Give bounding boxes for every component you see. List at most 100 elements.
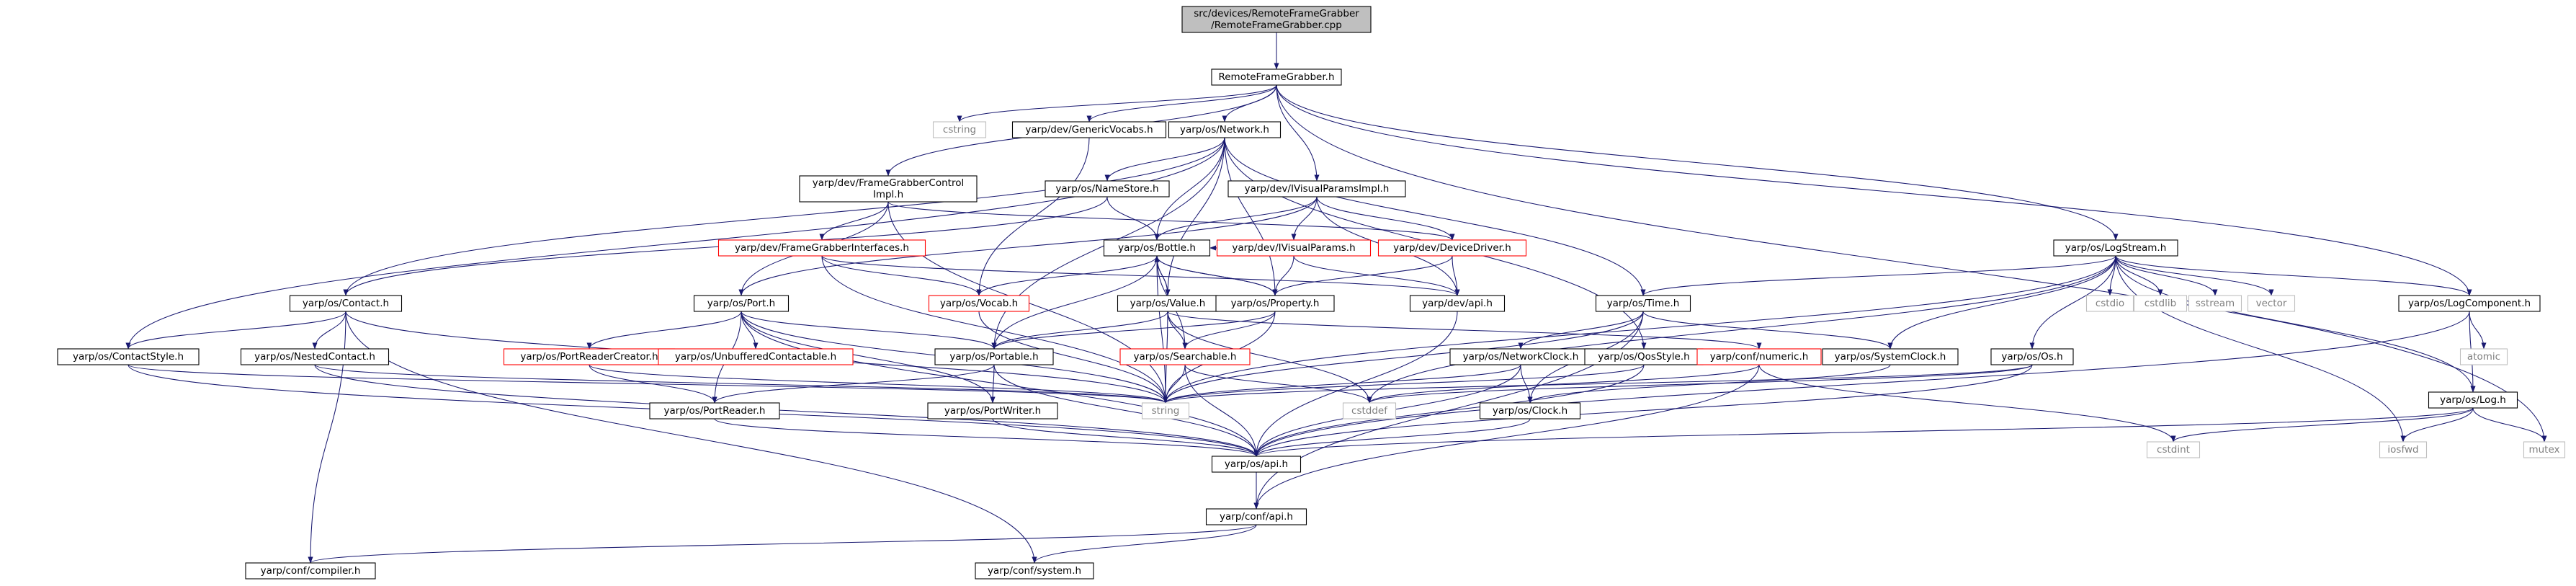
- node-yarp-os-portreader-h[interactable]: yarp/os/PortReader.h: [649, 402, 780, 419]
- node-label: yarp/os/Portable.h: [949, 351, 1038, 363]
- node-yarp-os-os-h[interactable]: yarp/os/Os.h: [1990, 348, 2074, 365]
- node-label: cstdlib: [2145, 298, 2176, 309]
- node-label: yarp/os/Network.h: [1180, 124, 1269, 136]
- edge-devdriver-to-property: [1272, 255, 1453, 296]
- node-yarp-os-systemclock-h[interactable]: yarp/os/SystemClock.h: [1822, 348, 1959, 365]
- node-box: [1216, 239, 1372, 257]
- node-yarp-dev-devicedriver-h[interactable]: yarp/dev/DeviceDriver.h: [1377, 239, 1527, 257]
- node-yarp-dev-framegrabberinterfaces-h[interactable]: yarp/dev/FrameGrabberInterfaces.h: [717, 239, 926, 257]
- edge-prc-to-portreader: [589, 364, 717, 404]
- edge-logstream-to-iosfwd: [2115, 255, 2406, 443]
- node-label: yarp/os/QosStyle.h: [1598, 351, 1689, 363]
- node-yarp-os-unbufferedcontactable-h[interactable]: yarp/os/UnbufferedContactable.h: [658, 348, 854, 365]
- node-label: yarp/dev/api.h: [1422, 298, 1493, 309]
- node-yarp-dev-genericvocabs-h[interactable]: yarp/dev/GenericVocabs.h: [1011, 121, 1167, 138]
- edge-rfg-to-ivpi: [1276, 84, 1320, 182]
- node-yarp-conf-compiler-h[interactable]: yarp/conf/compiler.h: [245, 562, 376, 580]
- node-yarp-os-contact-h[interactable]: yarp/os/Contact.h: [289, 295, 403, 312]
- node-yarp-os-searchable-h[interactable]: yarp/os/Searchable.h: [1119, 348, 1251, 365]
- edge-rfg-to-gvocabs: [1086, 84, 1277, 123]
- edge-layer: [125, 32, 2547, 564]
- edge-ivp-to-property: [1272, 255, 1294, 296]
- node-label: yarp/conf/numeric.h: [1710, 351, 1809, 363]
- edge-searchable-to-cstddef: [1184, 364, 1372, 404]
- node-yarp-os-logcomponent-h[interactable]: yarp/os/LogComponent.h: [2398, 295, 2541, 312]
- node-label: iosfwd: [2387, 444, 2418, 456]
- node-yarp-os-port-h[interactable]: yarp/os/Port.h: [693, 295, 790, 312]
- node-label: cstdint: [2157, 444, 2190, 456]
- node-box: [1990, 348, 2074, 365]
- edge-ivpi-to-devdriver: [1316, 196, 1455, 241]
- node-box: [1211, 68, 1342, 86]
- edge-contact-to-nested: [312, 311, 346, 350]
- node-yarp-os-property-h[interactable]: yarp/os/Property.h: [1215, 295, 1335, 312]
- node-yarp-dev-ivisualparamsimpl-h[interactable]: yarp/dev/IVisualParamsImpl.h: [1227, 180, 1406, 197]
- node-label: yarp/dev/FrameGrabberControl: [813, 177, 964, 189]
- node-label: yarp/conf/system.h: [988, 565, 1081, 577]
- node-box: [1103, 239, 1211, 257]
- node-box: [1168, 121, 1282, 138]
- node-yarp-os-portwriter-h[interactable]: yarp/os/PortWriter.h: [927, 402, 1058, 419]
- node-yarp-conf-numeric-h[interactable]: yarp/conf/numeric.h: [1696, 348, 1822, 365]
- node-yarp-os-api-h[interactable]: yarp/os/api.h: [1211, 456, 1302, 473]
- node-yarp-os-logstream-h[interactable]: yarp/os/LogStream.h: [2053, 239, 2178, 257]
- node-label: yarp/dev/IVisualParamsImpl.h: [1245, 183, 1390, 195]
- node-label: yarp/os/LogComponent.h: [2408, 298, 2531, 309]
- node-label: yarp/dev/DeviceDriver.h: [1393, 242, 1511, 254]
- node-yarp-os-bottle-h[interactable]: yarp/os/Bottle.h: [1103, 239, 1211, 257]
- node-label: yarp/os/NameStore.h: [1055, 183, 1158, 195]
- node-yarp-os-qosstyle-h[interactable]: yarp/os/QosStyle.h: [1584, 348, 1704, 365]
- node-yarp-os-clock-h[interactable]: yarp/os/Clock.h: [1479, 402, 1581, 419]
- edge-portable-to-portwriter: [990, 364, 996, 404]
- node-yarp-dev-api-h[interactable]: yarp/dev/api.h: [1409, 295, 1506, 312]
- node-box: [2146, 441, 2201, 458]
- edge-network-to-namestore: [1104, 137, 1225, 182]
- node-src-devices-remoteframegrabber-remoteframegrabber-cpp[interactable]: src/devices/RemoteFrameGrabber/RemoteFra…: [1181, 6, 1372, 33]
- node-label: cstring: [943, 124, 976, 136]
- node-yarp-dev-ivisualparams-h[interactable]: yarp/dev/IVisualParams.h: [1216, 239, 1372, 257]
- node-box: [1822, 348, 1959, 365]
- node-box: [2428, 391, 2518, 409]
- edge-log-to-cstdint: [2170, 407, 2474, 443]
- node-box: [2085, 295, 2134, 312]
- node-remoteframegrabber-h[interactable]: RemoteFrameGrabber.h: [1211, 68, 1342, 86]
- node-yarp-os-portable-h[interactable]: yarp/os/Portable.h: [934, 348, 1054, 365]
- node-box: [1045, 180, 1170, 197]
- node-label: yarp/os/Clock.h: [1493, 405, 1567, 417]
- node-box: [1205, 508, 1307, 525]
- node-yarp-os-network-h[interactable]: yarp/os/Network.h: [1168, 121, 1282, 138]
- edge-time-to-sysclock: [1642, 311, 1893, 350]
- node-box: [2379, 441, 2428, 458]
- node-yarp-os-networkclock-h[interactable]: yarp/os/NetworkClock.h: [1449, 348, 1592, 365]
- edge-numeric-to-confapi: [1253, 364, 1760, 510]
- edge-network-to-contact: [343, 137, 1225, 296]
- node-box: [57, 348, 200, 365]
- node-box: [658, 348, 854, 365]
- node-yarp-conf-system-h[interactable]: yarp/conf/system.h: [975, 562, 1094, 580]
- edge-port-to-portwriter: [741, 311, 996, 404]
- edge-portwriter-to-osapi: [992, 418, 1259, 457]
- node-yarp-os-value-h[interactable]: yarp/os/Value.h: [1117, 295, 1219, 312]
- node-yarp-os-vocab-h[interactable]: yarp/os/Vocab.h: [928, 295, 1030, 312]
- node-yarp-conf-api-h[interactable]: yarp/conf/api.h: [1205, 508, 1307, 525]
- edge-time-to-string: [1163, 311, 1644, 404]
- edge-namestore-to-bottle: [1106, 196, 1160, 241]
- edge-contactstyle-to-string: [128, 364, 1168, 404]
- node-yarp-os-log-h[interactable]: yarp/os/Log.h: [2428, 391, 2518, 409]
- node-label: yarp/os/PortReader.h: [664, 405, 766, 417]
- node-yarp-os-namestore-h[interactable]: yarp/os/NameStore.h: [1045, 180, 1170, 197]
- node-yarp-os-time-h[interactable]: yarp/os/Time.h: [1595, 295, 1691, 312]
- node-cstring: cstring: [932, 121, 987, 138]
- node-yarp-os-portreadercreator-h[interactable]: yarp/os/PortReaderCreator.h: [503, 348, 676, 365]
- edge-numeric-to-cstddef: [1367, 364, 1760, 404]
- edge-rfg-to-logcomp: [1276, 84, 2472, 296]
- node-box: [927, 402, 1058, 419]
- node-yarp-os-contactstyle-h[interactable]: yarp/os/ContactStyle.h: [57, 348, 200, 365]
- node-box: [1211, 456, 1302, 473]
- node-yarp-os-nestedcontact-h[interactable]: yarp/os/NestedContact.h: [240, 348, 390, 365]
- node-box: [975, 562, 1094, 580]
- node-box: [2247, 295, 2296, 312]
- edge-logstream-to-sysclock: [1887, 255, 2116, 350]
- edge-network-to-time: [1224, 137, 1646, 296]
